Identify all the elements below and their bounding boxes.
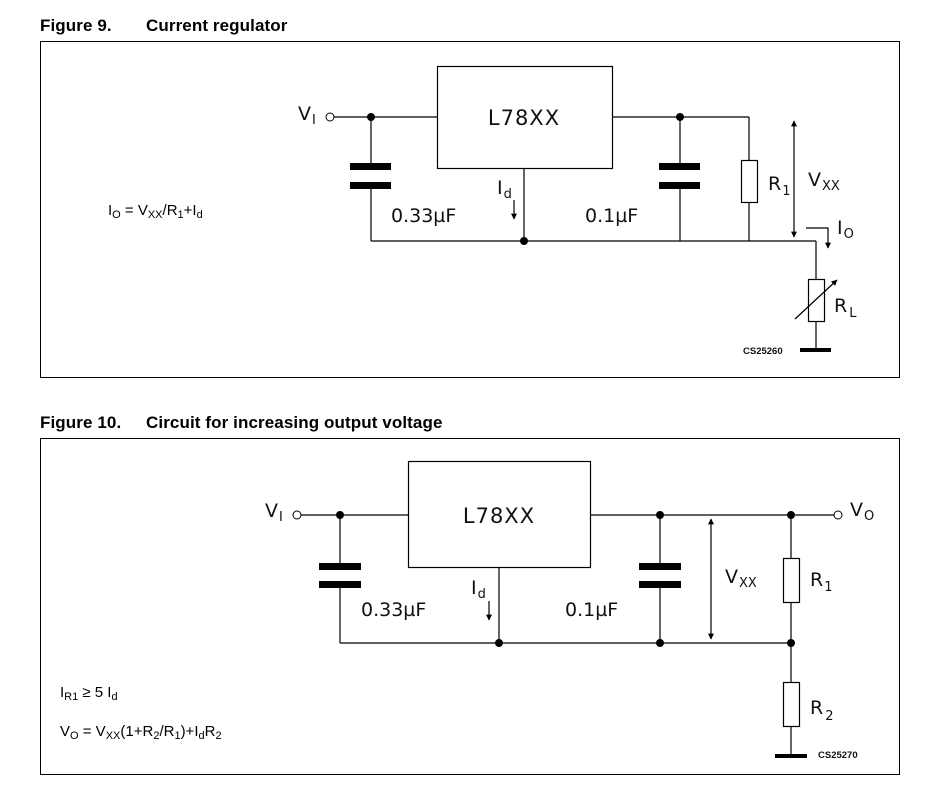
output-capacitor-icon	[639, 563, 681, 588]
regulator-label: L78XX	[463, 504, 535, 528]
junction-dot	[676, 113, 684, 121]
input-label: VI	[265, 500, 283, 525]
junction-dot	[656, 511, 664, 519]
input-capacitor-value: 0.33µF	[361, 599, 426, 621]
figure-9-code: CS25260	[743, 346, 783, 357]
vxx-label: VXX	[725, 566, 757, 591]
junction-dot	[520, 237, 528, 245]
junction-dot	[336, 511, 344, 519]
figure-10-equation-2: VO = VXX(1+R2/R1)+IdR2	[60, 723, 222, 742]
vxx-label: VXX	[808, 169, 840, 194]
output-capacitor-value: 0.1µF	[565, 599, 618, 621]
figure-10-diagram: VI VO L78XX	[40, 438, 900, 775]
ground-icon	[775, 754, 807, 758]
junction-dot	[367, 113, 375, 121]
quiescent-current-label: Id	[497, 177, 512, 202]
junction-dot	[787, 639, 795, 647]
resistor-r1-icon	[740, 159, 759, 204]
input-capacitor-icon	[319, 563, 361, 588]
input-label: VI	[298, 103, 316, 128]
input-capacitor-value: 0.33µF	[391, 205, 456, 227]
load-resistor-icon	[807, 278, 826, 323]
input-terminal-icon	[325, 112, 335, 122]
figure-9-equation: IO = VXX/R1+Id	[108, 202, 203, 221]
figure-9-number: Figure 9.	[40, 16, 112, 35]
output-capacitor-value: 0.1µF	[585, 205, 638, 227]
figure-10-caption: Circuit for increasing output voltage	[146, 413, 443, 432]
input-terminal-icon	[292, 510, 302, 520]
input-capacitor-icon	[350, 163, 391, 189]
figure-10-title: Figure 10. Circuit for increasing output …	[40, 413, 443, 433]
resistor-r1-label: R1	[810, 569, 832, 595]
regulator-block	[407, 460, 592, 569]
output-capacitor-icon	[659, 163, 700, 189]
figure-10-number: Figure 10.	[40, 413, 122, 432]
junction-dot	[656, 639, 664, 647]
quiescent-current-label: Id	[471, 577, 486, 602]
regulator-label: L78XX	[488, 106, 560, 130]
resistor-r1-label: R1	[768, 173, 790, 199]
junction-dot	[787, 511, 795, 519]
variable-arrow-icon	[794, 279, 838, 320]
figure-9-caption: Current regulator	[146, 16, 288, 35]
figure-10-equation-1: IR1 ≥ 5 Id	[60, 684, 118, 703]
regulator-block	[436, 65, 614, 170]
wires	[334, 116, 817, 350]
output-current-arrow-icon	[806, 227, 831, 249]
output-label: VO	[850, 499, 874, 524]
figure-9-diagram: VI L78XX 0.33µF	[40, 41, 900, 378]
resistor-r2-icon	[782, 681, 801, 728]
figure-9-frame	[40, 41, 900, 378]
junction-dot	[495, 639, 503, 647]
resistor-r1-icon	[782, 557, 801, 604]
figure-9-title: Figure 9. Current regulator	[40, 16, 288, 36]
output-terminal-icon	[833, 510, 843, 520]
figure-10-code: CS25270	[818, 750, 858, 761]
output-current-label: IO	[837, 217, 854, 242]
figure-10-frame	[40, 438, 900, 775]
ground-icon	[800, 348, 831, 352]
